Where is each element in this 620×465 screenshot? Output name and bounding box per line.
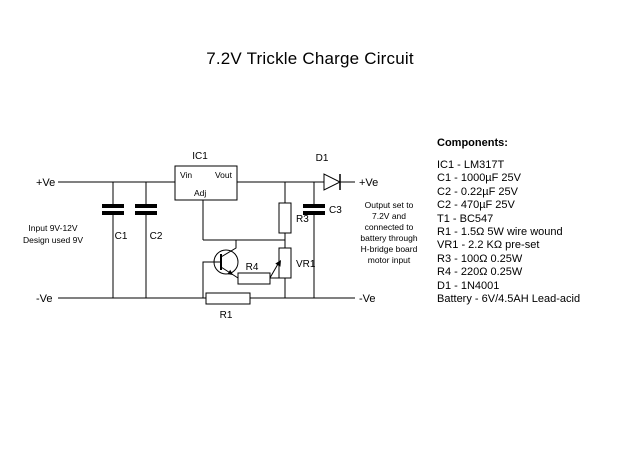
component-item-d1: D1 - 1N4001	[437, 279, 500, 292]
component-item-c2: C2 - 0.22µF 25V	[437, 185, 518, 198]
input-note-line-2: Design used 9V	[23, 235, 83, 245]
output-note-line-4: battery through	[360, 233, 417, 243]
c1-plate-bottom	[102, 211, 124, 215]
output-note-line-1: Output set to	[365, 200, 414, 210]
label-d1: D1	[316, 153, 329, 164]
resistor-r4-symbol	[237, 272, 271, 285]
c2-plate-top	[135, 204, 157, 208]
c1-plate-top	[102, 204, 124, 208]
component-item-t1: T1 - BC547	[437, 212, 494, 225]
transistor-t1-symbol	[213, 240, 239, 279]
capacitor-c3-symbol	[303, 204, 325, 215]
component-item-r1: R1 - 1.5Ω 5W wire wound	[437, 226, 563, 239]
component-item-c2b: C2 - 470µF 25V	[437, 199, 515, 212]
label-r1: R1	[220, 310, 233, 321]
components-heading: Components:	[437, 137, 508, 149]
label-ic1: IC1	[192, 151, 208, 162]
component-item-vr1: VR1 - 2.2 KΩ pre-set	[437, 239, 540, 252]
label-negative-rail-left: -Ve	[36, 293, 53, 305]
label-positive-rail-right: +Ve	[359, 177, 378, 189]
wire-base-to-rail	[202, 261, 221, 298]
t1-collector-lead	[220, 240, 237, 258]
c3-plate-top	[303, 204, 325, 208]
output-note-line-6: motor input	[368, 255, 411, 265]
capacitor-c2-symbol	[135, 204, 157, 215]
c3-plate-bottom	[303, 211, 325, 215]
component-item-r4: R4 - 220Ω 0.25W	[437, 266, 523, 279]
t1-emitter-arrowhead	[227, 269, 233, 275]
ic1-body	[174, 165, 238, 201]
label-ic1-vin: Vin	[180, 170, 192, 180]
label-r3: R3	[296, 214, 309, 225]
capacitor-c1-symbol	[102, 204, 124, 215]
vr1-body	[278, 247, 292, 279]
resistor-r1-symbol	[205, 292, 251, 305]
label-ic1-vout: Vout	[215, 170, 233, 180]
schematic-labels: +Ve +Ve -Ve -Ve IC1 Vin Vout Adj D1 C1 C…	[23, 151, 418, 321]
wires	[58, 181, 355, 299]
label-r4: R4	[246, 262, 259, 273]
label-c3: C3	[329, 205, 342, 216]
output-note-line-3: connected to	[365, 222, 414, 232]
component-item-r3: R3 - 100Ω 0.25W	[437, 252, 523, 265]
resistor-r3-symbol	[278, 202, 292, 234]
label-negative-rail-right: -Ve	[359, 293, 376, 305]
component-item-c1: C1 - 1000µF 25V	[437, 172, 521, 185]
input-note-line-1: Input 9V-12V	[28, 223, 77, 233]
label-c2: C2	[150, 231, 163, 242]
preset-vr1-symbol	[266, 247, 292, 284]
t1-body	[213, 249, 239, 275]
component-item-ic1: IC1 - LM317T	[437, 159, 505, 171]
label-vr1: VR1	[296, 259, 316, 270]
page-title: 7.2V Trickle Charge Circuit	[206, 49, 414, 68]
label-ic1-adj: Adj	[194, 188, 206, 198]
output-note-line-5: H-bridge board	[361, 244, 418, 254]
label-c1: C1	[115, 231, 128, 242]
component-item-battery: Battery - 6V/4.5AH Lead-acid	[437, 293, 581, 306]
components-list: Components: IC1 - LM317T C1 - 1000µF 25V…	[437, 137, 617, 306]
vr1-wiper-arrowhead	[275, 260, 281, 267]
d1-anode-triangle	[323, 173, 342, 191]
diode-d1-symbol	[323, 173, 342, 191]
label-positive-rail-left: +Ve	[36, 177, 55, 189]
output-note-line-2: 7.2V and	[372, 211, 406, 221]
c2-plate-bottom	[135, 211, 157, 215]
